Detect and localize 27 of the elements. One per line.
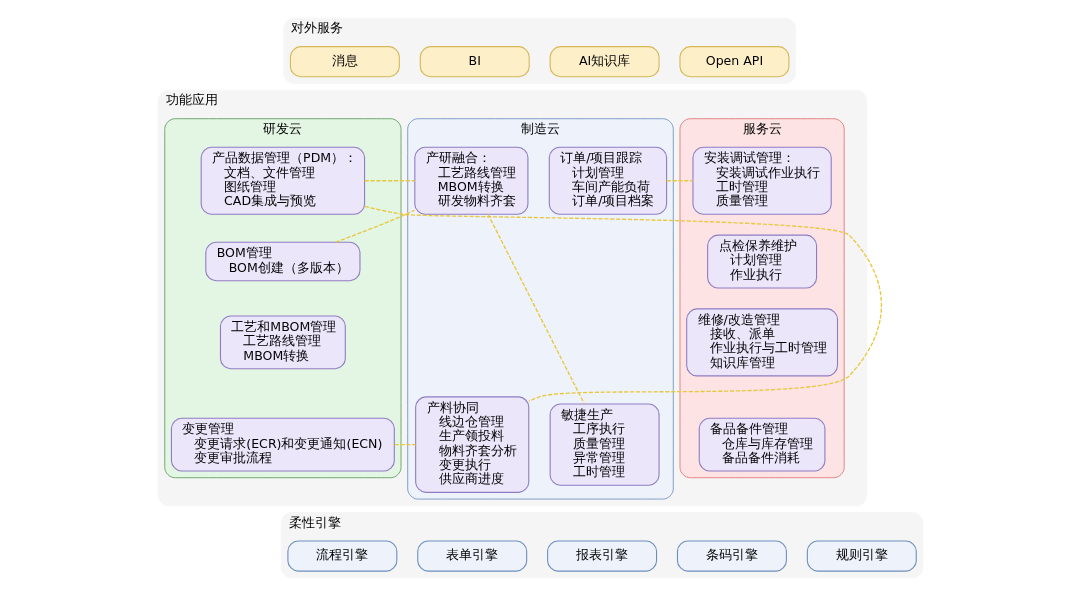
node-box: BI	[419, 46, 530, 78]
node-box: 条码引擎	[676, 540, 787, 572]
node-box: 敏捷生产 工序执行 质量管理 异常管理 工时管理	[549, 403, 660, 486]
node-box: 规则引擎	[806, 540, 917, 572]
node-box: 报表引擎	[546, 540, 657, 572]
connector	[393, 443, 416, 446]
node-box: 备品备件管理 仓库与库存管理 备品备件消耗	[698, 417, 825, 472]
node-box: 产料协同 线边仓管理 生产领投料 物料齐套分析 变更执行 供应商进度	[414, 396, 529, 493]
node-box: 产研融合： 工艺路线管理 MBOM转换 研发物料齐套	[413, 146, 528, 215]
node-box: Open API	[678, 46, 789, 78]
node-box: 产品数据管理（PDM）： 文档、文件管理 图纸管理 CAD集成与预览	[200, 146, 365, 215]
node-box: 点检保养维护 计划管理 作业执行	[706, 234, 817, 289]
node-box: 订单/项目跟踪 计划管理 车间产能负荷 订单/项目档案	[548, 146, 667, 215]
connector	[363, 205, 882, 402]
connector	[334, 209, 415, 243]
node-box: AI知识库	[549, 46, 660, 78]
node-box: 流程引擎	[286, 540, 397, 572]
node-box: 安装调试管理： 安装调试作业执行 工时管理 质量管理	[691, 146, 832, 215]
node-box: 工艺和MBOM管理 工艺路线管理 MBOM转换	[219, 315, 346, 370]
connector	[486, 213, 585, 405]
connector	[665, 180, 693, 182]
node-box: 变更管理 变更请求(ECR)和变更通知(ECN) 变更审批流程	[170, 417, 395, 472]
node-box: 表单引擎	[416, 540, 527, 572]
node-box: 维修/改造管理 接收、派单 作业执行与工时管理 知识库管理	[685, 308, 838, 377]
node-box: 消息	[289, 46, 400, 78]
connector	[363, 180, 415, 182]
node-box: BOM管理 BOM创建（多版本）	[204, 241, 360, 282]
